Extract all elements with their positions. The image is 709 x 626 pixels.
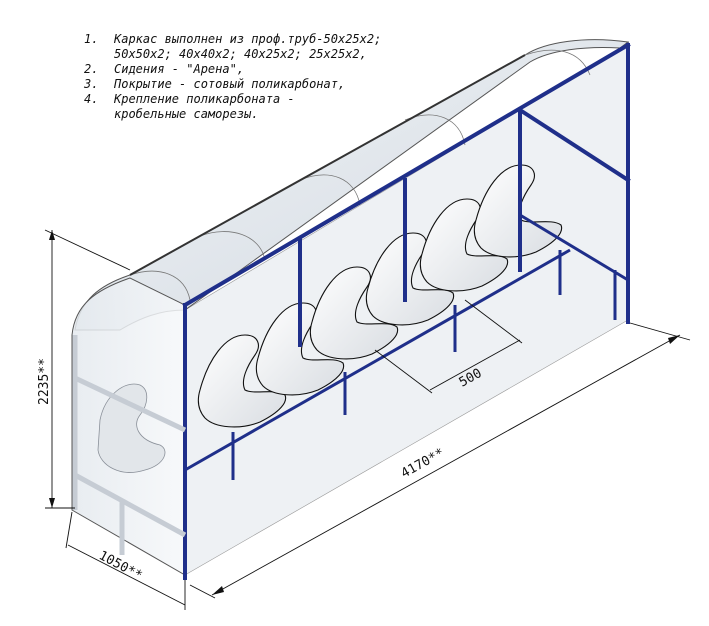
seat <box>365 232 455 326</box>
note-item: 4. Крепление поликарбоната - кробельные … <box>84 92 414 122</box>
seat <box>419 198 509 292</box>
note-text: Покрытие - сотовый поликарбонат, <box>114 77 346 91</box>
frame-rails <box>184 213 629 480</box>
seat <box>309 266 399 360</box>
note-number: 1. <box>84 32 99 46</box>
note-number: 3. <box>84 77 99 91</box>
note-text: Сидения - "Арена", <box>114 62 245 76</box>
roof-edge <box>129 54 526 276</box>
length-dimension-label: 4170** <box>399 446 447 482</box>
seat <box>197 334 287 428</box>
note-item: 2. Сидения - "Арена", <box>84 62 414 77</box>
dimension-lines <box>44 229 691 610</box>
note-number: 4. <box>84 92 99 106</box>
height-dimension-label: 2235** <box>37 358 52 405</box>
note-item: 1. Каркас выполнен из проф.труб-50х25х2;… <box>84 32 414 62</box>
note-number: 2. <box>84 62 99 76</box>
seat <box>255 302 345 396</box>
note-text: Крепление поликарбоната - кробельные сам… <box>114 92 295 121</box>
seat-behind-glass <box>97 383 166 473</box>
note-item: 3. Покрытие - сотовый поликарбонат, <box>84 77 414 92</box>
side-frame <box>72 335 187 555</box>
dimension-arrows <box>49 230 680 595</box>
notes-list: 1. Каркас выполнен из проф.труб-50х25х2;… <box>84 32 414 122</box>
note-text: Каркас выполнен из проф.труб-50х25х2; 50… <box>114 32 382 61</box>
